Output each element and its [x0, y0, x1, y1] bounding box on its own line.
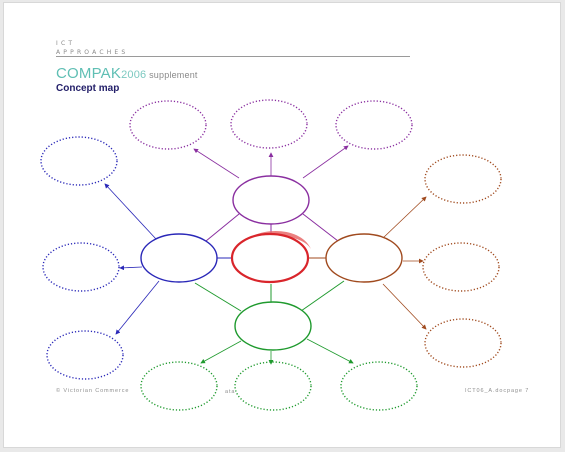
page-title: Concept map	[56, 83, 120, 94]
brown-outer-bottom	[424, 318, 502, 368]
arrow-blue-up	[104, 183, 157, 240]
brown-arrows	[382, 196, 427, 330]
footer-copyright: © Victorian Commerce	[56, 388, 130, 394]
purple-main-ellipse	[232, 175, 310, 225]
purple-outer-center	[230, 99, 308, 149]
green-outer-right	[340, 361, 418, 411]
purple-arrows	[193, 145, 349, 179]
blue-main-ellipse	[140, 233, 218, 283]
brown-outer-middle	[422, 242, 500, 292]
footer-page-ref: ICT06_A.docpage 7	[465, 388, 530, 394]
center-main-ellipse	[230, 232, 310, 284]
blue-outer-bottom	[46, 330, 124, 380]
purple-outer-left	[129, 100, 207, 150]
header-rule	[56, 56, 410, 57]
connector-blue-green	[194, 282, 242, 312]
blue-outer-top	[40, 136, 118, 186]
blue-arrows	[104, 183, 160, 335]
connector-purple-brown	[302, 213, 339, 242]
brand-name: COMPAK	[56, 65, 122, 82]
arrow-blue-left	[119, 265, 143, 271]
arrow-purple-right	[302, 145, 349, 179]
arrow-blue-down	[115, 280, 160, 335]
brown-outer-top	[424, 154, 502, 204]
connector-brown-green	[300, 280, 345, 312]
header-ict: ICT	[56, 40, 76, 47]
green-main-ellipse	[234, 301, 312, 351]
arrow-purple-left	[193, 148, 240, 179]
center-ellipse-group	[230, 230, 311, 284]
arrow-green-right	[306, 338, 354, 364]
green-outer-center	[234, 361, 312, 411]
arrow-brown-up	[382, 196, 427, 239]
brand-supplement: supplement	[146, 70, 198, 80]
arrow-brown-down	[382, 283, 427, 330]
green-arrows	[200, 338, 354, 365]
header-approaches: APPROACHES	[56, 49, 129, 56]
brown-main-ellipse	[325, 233, 403, 283]
footer-middle-text: ata	[225, 389, 235, 395]
main-connectors	[194, 213, 345, 312]
document-page: ICT APPROACHES COMPAK2006 supplement Con…	[3, 2, 561, 448]
blue-outer-middle	[42, 242, 120, 292]
purple-outer-right	[335, 100, 413, 150]
concept-map: ata	[40, 99, 502, 411]
brand-year: 2006	[121, 69, 147, 81]
connector-blue-purple	[205, 213, 240, 242]
center-shadow	[248, 230, 311, 249]
green-outer-left	[140, 361, 218, 411]
arrow-green-left	[200, 340, 242, 364]
brand-logo: COMPAK2006 supplement	[56, 65, 198, 82]
